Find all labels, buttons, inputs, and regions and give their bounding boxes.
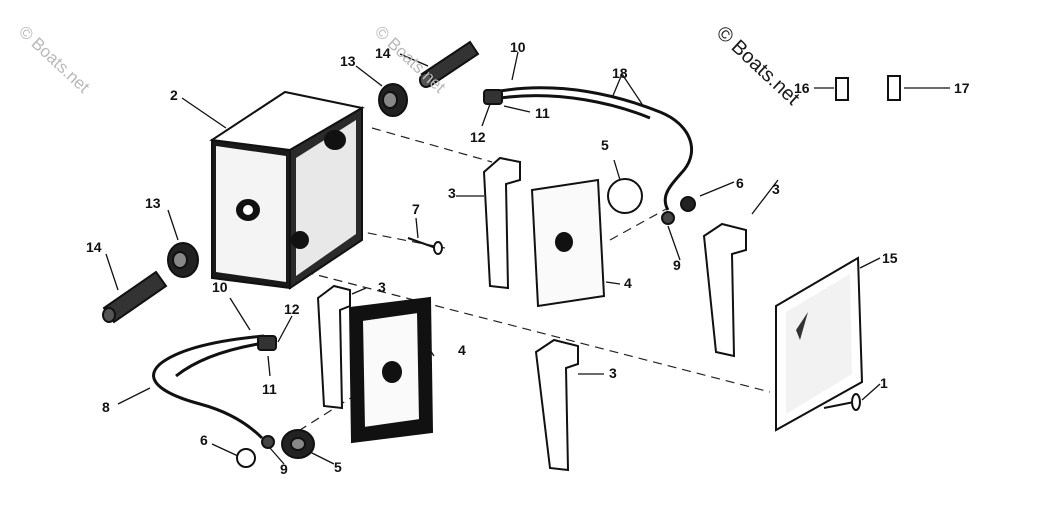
callout-3: 3 [772, 181, 780, 197]
callout-14: 14 [86, 239, 102, 255]
callout-12: 12 [284, 301, 300, 317]
wiring-harness [152, 86, 694, 440]
fastener-parts [236, 196, 861, 468]
callout-10: 10 [212, 279, 228, 295]
callout-16: 16 [794, 80, 810, 96]
callout-13: 13 [340, 53, 356, 69]
callout-4: 4 [624, 275, 632, 291]
callout-3: 3 [378, 279, 386, 295]
plate-parts [348, 178, 606, 444]
callout-9: 9 [673, 257, 681, 273]
callout-5: 5 [601, 137, 609, 153]
cover-plate [775, 256, 864, 432]
callout-labels: 2 14 13 13 14 10 18 11 12 3 5 6 3 7 9 4 … [86, 39, 970, 477]
clip-parts [316, 156, 747, 472]
callout-3: 3 [609, 365, 617, 381]
callout-6: 6 [200, 432, 208, 448]
callout-15: 15 [882, 250, 898, 266]
callout-6: 6 [736, 175, 744, 191]
callout-3: 3 [448, 185, 456, 201]
callout-18: 18 [612, 65, 628, 81]
callout-12: 12 [470, 129, 486, 145]
callout-17: 17 [954, 80, 970, 96]
callout-10: 10 [510, 39, 526, 55]
callout-11: 11 [262, 381, 277, 397]
leader-lines [105, 51, 950, 465]
callout-4: 4 [458, 342, 466, 358]
housing-box [209, 90, 365, 290]
callout-9: 9 [280, 461, 288, 477]
knob-parts [281, 178, 643, 459]
grommet-parts [167, 83, 408, 278]
callout-14: 14 [375, 45, 391, 61]
tube-parts [102, 40, 480, 324]
callout-11: 11 [535, 105, 550, 121]
callout-7: 7 [412, 201, 420, 217]
callout-1: 1 [880, 375, 888, 391]
callout-2: 2 [170, 87, 178, 103]
connector-parts [257, 75, 901, 351]
callout-13: 13 [145, 195, 161, 211]
callout-8: 8 [102, 399, 110, 415]
callout-5: 5 [334, 459, 342, 475]
